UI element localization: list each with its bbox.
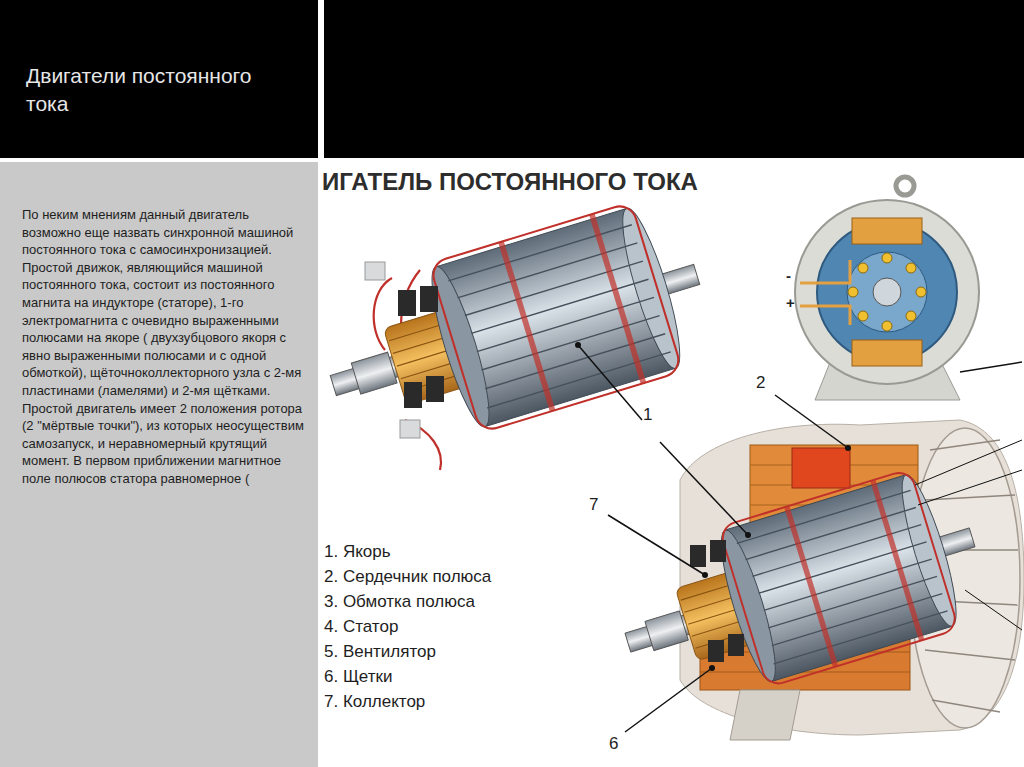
end-view-drawing xyxy=(795,200,979,384)
armature-drawing xyxy=(400,420,420,438)
part-name: 2. Сердечник полюса xyxy=(322,566,493,587)
end-view-drawing xyxy=(882,253,892,263)
polarity-sign: + xyxy=(786,293,795,312)
text-panel: По неким мнениям данный двигатель возмож… xyxy=(0,162,318,767)
armature-drawing xyxy=(307,190,722,470)
leader-dot xyxy=(702,572,708,578)
leader-line xyxy=(578,345,642,420)
motor-assembly-drawing xyxy=(915,440,1022,485)
leader-dot xyxy=(709,665,715,671)
armature-drawing xyxy=(404,382,422,408)
part-name: 5. Вентилятор xyxy=(322,641,438,662)
end-view-drawing xyxy=(848,287,858,297)
leader-dot xyxy=(845,445,851,451)
part-name: 1. Якорь xyxy=(322,541,393,562)
motor-assembly-drawing xyxy=(690,545,706,567)
leader-line xyxy=(775,395,848,448)
callout-number: 6 xyxy=(609,733,618,754)
picture-heading: ИГАТЕЛЬ ПОСТОЯННОГО ТОКА xyxy=(322,168,698,196)
leader-line xyxy=(608,515,705,575)
end-view-drawing xyxy=(852,218,922,244)
motor-assembly-drawing xyxy=(730,690,800,740)
motor-assembly-drawing xyxy=(603,420,1024,740)
end-view-drawing xyxy=(800,260,850,325)
motor-assembly-drawing xyxy=(728,634,744,656)
part-name: 6. Щетки xyxy=(322,666,394,687)
motor-assembly-drawing xyxy=(710,540,726,562)
end-view-drawing xyxy=(916,287,926,297)
end-view-drawing xyxy=(848,253,926,331)
armature-drawing xyxy=(365,262,385,280)
end-view-drawing xyxy=(852,340,922,366)
leader-line xyxy=(625,668,712,732)
leader-dot xyxy=(575,342,581,348)
motor-assembly-drawing xyxy=(932,700,1000,712)
end-view-drawing xyxy=(906,263,916,273)
motor-assembly-drawing xyxy=(965,590,1022,630)
motor-assembly-drawing xyxy=(930,440,1000,450)
end-view-drawing xyxy=(858,263,868,273)
polarity-sign: - xyxy=(786,266,791,285)
armature-drawing xyxy=(420,286,438,312)
end-view-drawing xyxy=(906,311,916,321)
motor-assembly-drawing xyxy=(603,457,996,722)
motor-assembly-drawing xyxy=(925,495,1015,500)
motor-assembly-drawing xyxy=(708,640,724,662)
leader-dot xyxy=(745,532,751,538)
panel-text: По неким мнениям данный двигатель возмож… xyxy=(22,206,304,488)
armature-drawing xyxy=(398,290,416,316)
part-name: 7. Коллектор xyxy=(322,691,427,712)
motor-assembly-drawing xyxy=(925,650,1015,660)
end-view-drawing xyxy=(873,278,901,306)
slide-title: Двигатели постоянного тока xyxy=(26,62,286,118)
armature-drawing xyxy=(426,376,444,402)
leader-line xyxy=(578,345,848,732)
motor-assembly-drawing xyxy=(918,470,1022,505)
leader-line xyxy=(660,442,748,535)
end-view-drawing xyxy=(882,321,892,331)
end-view-drawing xyxy=(847,252,927,332)
callout-number: 1 xyxy=(643,404,652,425)
part-name: 4. Статор xyxy=(322,616,400,637)
part-name: 3. Обмотка полюса xyxy=(322,591,477,612)
callout-number: 2 xyxy=(756,372,765,393)
armature-drawing xyxy=(307,190,722,470)
motor-assembly-drawing xyxy=(792,448,850,488)
end-view-drawing xyxy=(795,177,1022,400)
header-bar xyxy=(324,0,1024,158)
end-view-drawing xyxy=(960,362,1022,372)
end-view-drawing xyxy=(858,311,868,321)
end-view-drawing xyxy=(896,177,914,195)
leader-dot xyxy=(575,342,851,671)
callout-number: 7 xyxy=(589,494,598,515)
